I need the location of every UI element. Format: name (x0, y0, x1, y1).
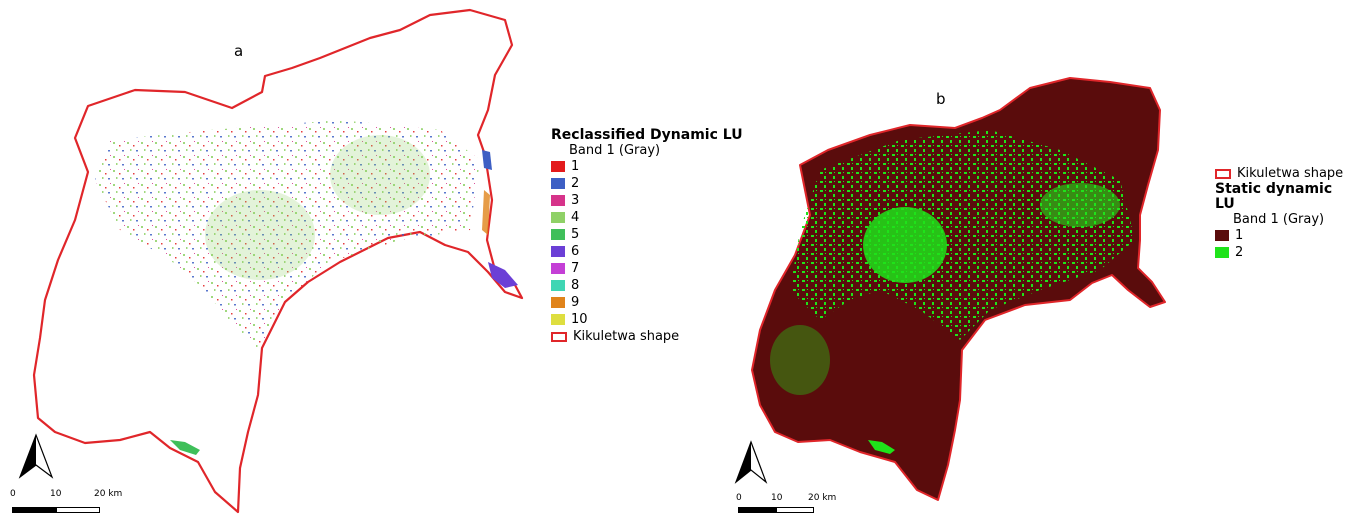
legend-class-8: 8 (551, 277, 743, 294)
legend-class-5: 5 (551, 226, 743, 243)
scale-segment-filled (12, 507, 56, 513)
panel-b-green-south (770, 325, 830, 395)
legend-class-label: 2 (1235, 245, 1244, 260)
legend-class-label: 4 (571, 210, 580, 225)
scale-tick-label: 0 (10, 489, 16, 499)
panel-a-scale-bar: 0 10 20 km (10, 489, 122, 515)
legend-class-1: 1 (551, 158, 743, 175)
legend-class-label: 1 (571, 159, 580, 174)
legend-class-label: 6 (571, 244, 580, 259)
panel-b-map (751, 77, 1166, 501)
legend-class-7: 7 (551, 260, 743, 277)
legend-class-4: 4 (551, 209, 743, 226)
legend-class-label: 10 (571, 312, 588, 327)
panel-a-landuse-speckles (95, 120, 480, 350)
legend-swatch (551, 178, 565, 189)
legend-class-2: 2 (1215, 244, 1347, 261)
legend-swatch (551, 195, 565, 206)
legend-swatch (551, 246, 565, 257)
legend-class-10: 10 (551, 311, 743, 328)
panel-b-lake (868, 440, 895, 454)
legend-class-label: 5 (571, 227, 580, 242)
legend-class-label: 2 (571, 176, 580, 191)
legend-b-subtitle: Band 1 (Gray) (1233, 212, 1325, 227)
panel-a-legend: Reclassified Dynamic LU Band 1 (Gray) 1 2… (551, 128, 743, 345)
panel-a-east-patch (488, 262, 518, 288)
legend-a-title: Reclassified Dynamic LU (551, 127, 743, 143)
legend-swatch (551, 297, 565, 308)
scale-tick-label: 10 (50, 489, 62, 499)
panel-b-scale-bar: 0 10 20 km (736, 493, 836, 515)
legend-a-boundary: Kikuletwa shape (551, 328, 743, 345)
panel-a-green-cluster (205, 190, 315, 280)
panel-a-label: a (234, 42, 244, 60)
legend-class-1: 1 (1215, 227, 1347, 244)
panel-b-green-east (1040, 183, 1120, 227)
legend-boundary-label: Kikuletwa shape (573, 329, 680, 344)
legend-boundary-swatch (551, 331, 567, 342)
scale-tick-label: 10 (771, 493, 783, 503)
north-arrow-icon (18, 433, 54, 479)
legend-b-title: Static dynamic LU (1215, 181, 1333, 212)
scale-segment-filled (738, 507, 776, 513)
panel-a-green-cluster-east (330, 135, 430, 215)
legend-class-2: 2 (551, 175, 743, 192)
legend-a-subtitle: Band 1 (Gray) (569, 143, 661, 158)
legend-b-boundary: Kikuletwa shape (1215, 165, 1347, 182)
scale-tick-label: 20 km (808, 493, 837, 503)
panel-b-legend: Kikuletwa shape Static dynamic LU Band 1… (1215, 165, 1347, 261)
legend-class-9: 9 (551, 294, 743, 311)
legend-class-6: 6 (551, 243, 743, 260)
panel-a-east-strip (482, 150, 492, 170)
north-arrow-icon (734, 440, 768, 484)
legend-boundary-label: Kikuletwa shape (1237, 166, 1344, 181)
legend-class-label: 8 (571, 278, 580, 293)
scale-tick-label: 0 (736, 493, 742, 503)
scale-tick-label: 20 km (94, 489, 123, 499)
legend-swatch (1215, 247, 1229, 258)
legend-swatch (551, 229, 565, 240)
legend-class-label: 7 (571, 261, 580, 276)
panel-b-green-speckles (790, 130, 1135, 340)
legend-swatch (551, 212, 565, 223)
scale-segment-empty (776, 507, 814, 513)
panel-a-orange-strip (482, 190, 490, 235)
panel-a-map (32, 8, 524, 514)
legend-class-label: 9 (571, 295, 580, 310)
legend-swatch (551, 314, 565, 325)
legend-class-label: 3 (571, 193, 580, 208)
legend-class-label: 1 (1235, 228, 1244, 243)
panel-a-lake (170, 440, 200, 455)
legend-swatch (551, 280, 565, 291)
scale-segment-empty (56, 507, 100, 513)
legend-swatch (1215, 230, 1229, 241)
legend-swatch (551, 161, 565, 172)
legend-class-3: 3 (551, 192, 743, 209)
panel-b-label: b (936, 90, 946, 108)
legend-swatch (551, 263, 565, 274)
legend-boundary-swatch (1215, 168, 1231, 179)
panel-b-green-core (863, 207, 947, 283)
